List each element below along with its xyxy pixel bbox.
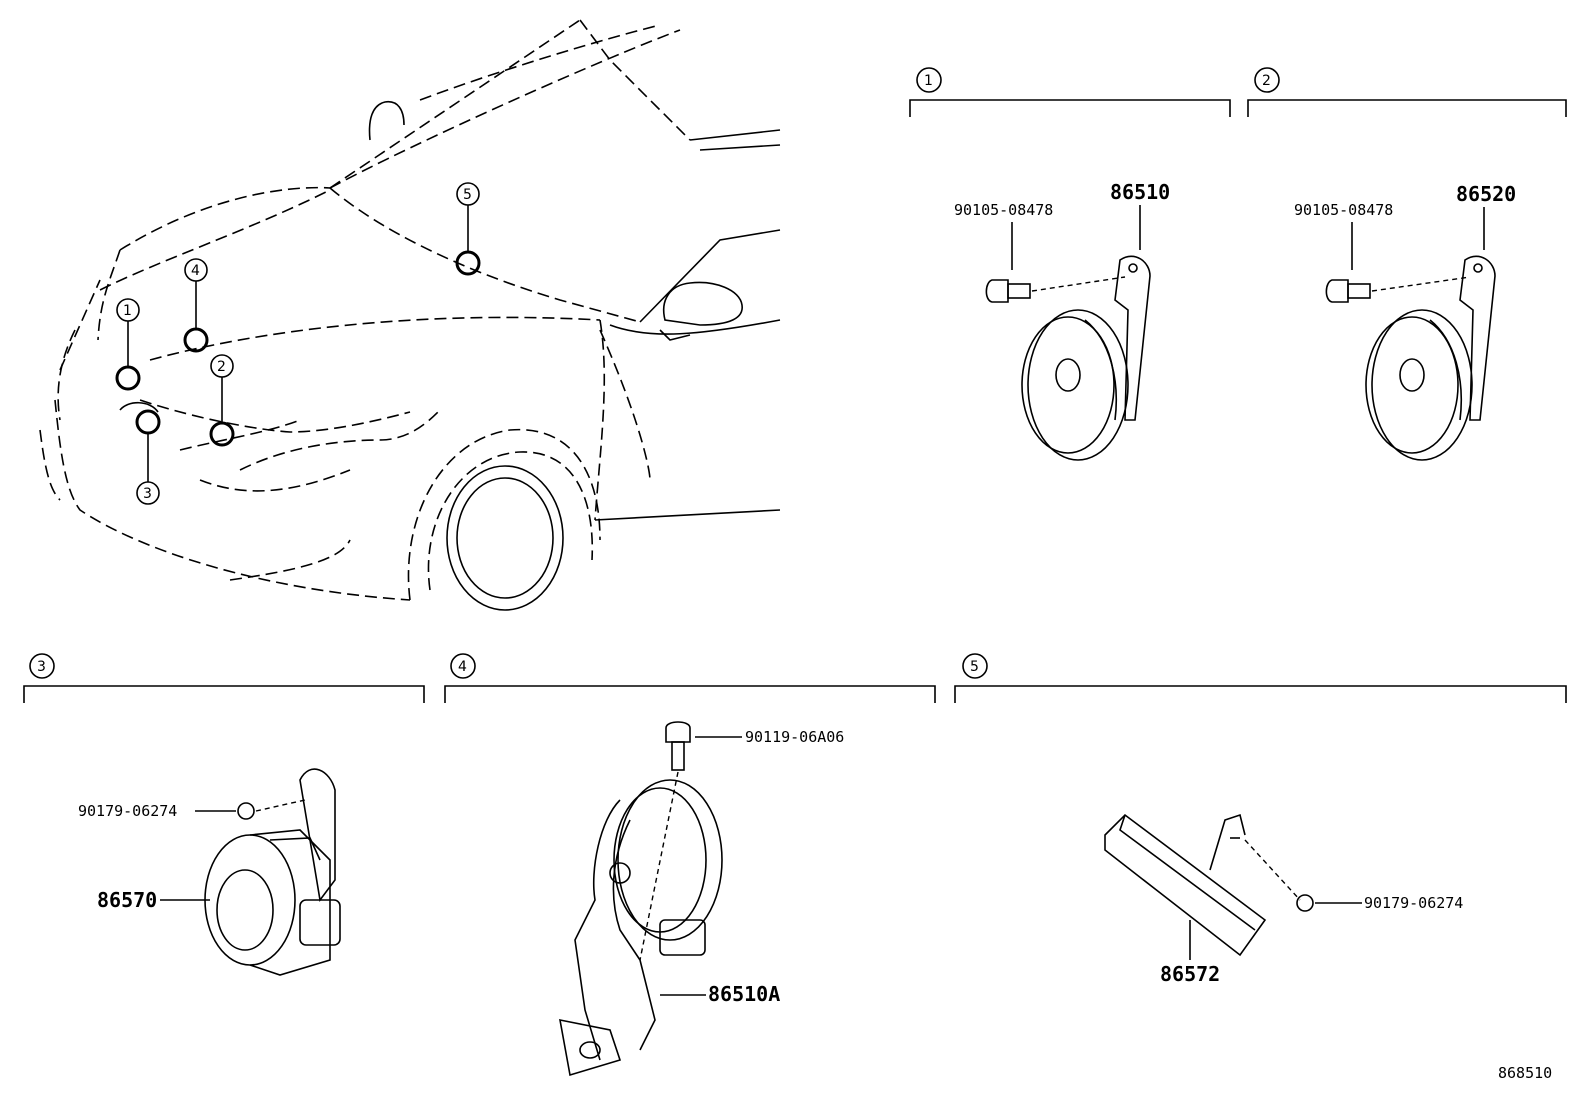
section-3: 3 90179-06274 86570: [23, 653, 425, 976]
callout-1: 1: [115, 298, 141, 391]
part-label-bolt: 90119-06A06: [745, 728, 844, 746]
part-label-bolt: 90105-08478: [954, 201, 1053, 219]
svg-text:2: 2: [1262, 73, 1271, 89]
section-5: 5 90179-06274 86572: [954, 653, 1567, 986]
section-2: 2 90105-08478 86520: [1247, 67, 1567, 461]
svg-text:4: 4: [191, 263, 200, 279]
svg-text:3: 3: [37, 659, 46, 675]
part-label-nut: 90179-06274: [78, 802, 177, 820]
svg-text:4: 4: [458, 659, 467, 675]
svg-text:1: 1: [123, 303, 132, 319]
part-label-bolt: 90105-08478: [1294, 201, 1393, 219]
callout-2: 2: [209, 354, 235, 447]
callout-4: 4: [183, 258, 209, 353]
part-label-horn: 86510: [1110, 180, 1170, 204]
figure-reference: 868510: [1498, 1064, 1552, 1082]
callout-3: 3: [135, 409, 161, 505]
car-front-outline: [39, 19, 781, 611]
section-4: 4 90119-06A06 86510A: [444, 653, 936, 1077]
part-label-nut: 90179-06274: [1364, 894, 1463, 912]
svg-text:2: 2: [217, 359, 226, 375]
part-label-horn: 86520: [1456, 182, 1516, 206]
svg-text:3: 3: [143, 486, 152, 502]
part-label-horn: 86570: [97, 888, 157, 912]
svg-text:5: 5: [463, 187, 472, 203]
part-label-bracket: 86572: [1160, 962, 1220, 986]
callout-5: 5: [455, 182, 481, 276]
svg-text:5: 5: [970, 659, 979, 675]
svg-text:1: 1: [924, 73, 933, 89]
part-label-horn: 86510A: [708, 982, 780, 1006]
section-1: 1 90105-08478 86510: [909, 67, 1231, 461]
